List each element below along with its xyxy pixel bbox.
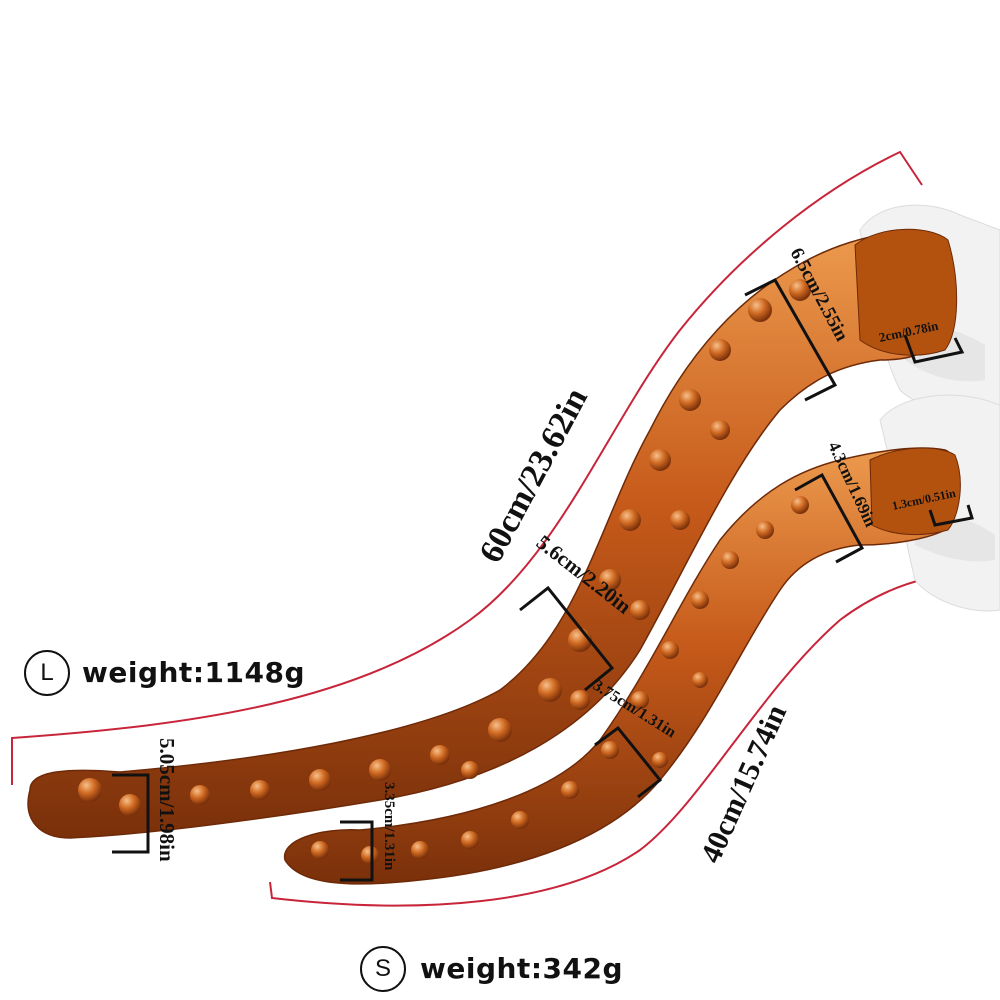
large-length-outline xyxy=(11,150,923,785)
small-length-label: 40cm/15.74in xyxy=(694,700,793,868)
small-base xyxy=(869,447,961,535)
size-badge-small: S xyxy=(360,946,406,992)
small-tentacle-bumps xyxy=(311,496,809,864)
large-dia-tip-label: 5.05cm/1.98in xyxy=(155,738,179,862)
large-base xyxy=(854,228,958,356)
size-badge-large: L xyxy=(24,650,70,696)
large-length-label: 60cm/23.62in xyxy=(472,382,595,569)
small-dia-tip-label: 3.35cm/1.31in xyxy=(381,782,397,871)
dimension-brackets xyxy=(112,278,974,882)
small-length-outline xyxy=(269,539,991,907)
large-tentacle-bumps xyxy=(78,279,811,816)
small-weight: weight:342g xyxy=(420,952,624,985)
large-weight: weight:1148g xyxy=(82,656,305,689)
